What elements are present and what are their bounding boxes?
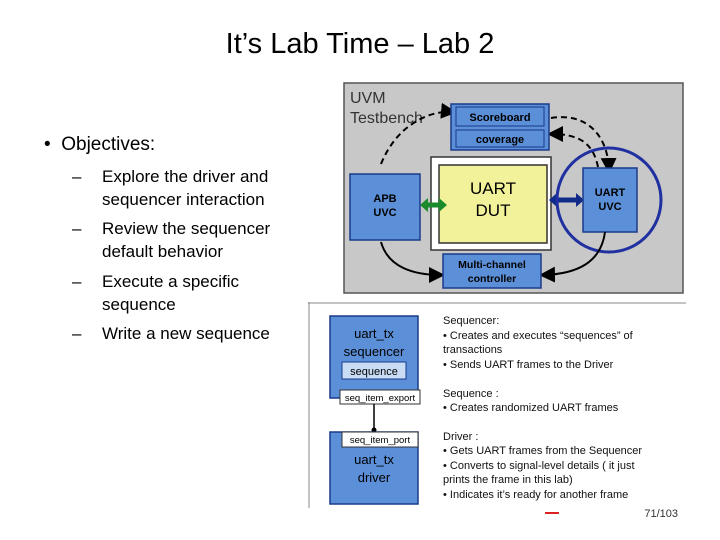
subbullet-3: – Execute a specific sequence <box>72 270 240 316</box>
subbullet-text: Execute a specific <box>102 272 240 291</box>
arrow-apb-to-controller <box>380 241 445 283</box>
dashed-arrow-uvc-to-coverage <box>547 126 599 168</box>
note-sequencer-title: Sequencer: <box>443 315 499 327</box>
note-sequencer-b2: • Sends UART frames to the Driver <box>443 359 614 371</box>
note-sequence-b1: • Creates randomized UART frames <box>443 402 619 414</box>
dut-label-1: UART <box>470 179 516 198</box>
seq-item-port-box <box>341 431 419 448</box>
note-driver-title: Driver : <box>443 431 478 443</box>
uvm-testbench-diagram: UVM Testbench Scoreboard coverage APB UV… <box>343 82 684 294</box>
seq-item-export-box <box>339 389 421 405</box>
slide-title: It’s Lab Time – Lab 2 <box>225 28 495 60</box>
dashed-arrow-apb-to-scoreboard <box>380 102 457 165</box>
subbullet-text: default behavior <box>102 242 223 261</box>
driver-label-2: driver <box>358 470 391 485</box>
coverage-box <box>455 129 545 148</box>
controller-label-2: controller <box>468 273 516 285</box>
subbullet-2: – Review the sequencer default behavior <box>72 217 271 263</box>
testbench-title-2: Testbench <box>350 110 423 127</box>
subbullet-text: sequence <box>102 295 176 314</box>
arrow-uvc-to-controller <box>539 231 606 283</box>
dashed-arrow-scoreboard-to-uvc <box>550 116 617 174</box>
dut-label-2: DUT <box>476 201 511 220</box>
uart-uvc-label-2: UVC <box>598 201 621 213</box>
dut-uart-arrowhead-left <box>549 193 557 207</box>
multi-channel-controller-box <box>442 253 542 289</box>
note-sequence-title: Sequence : <box>443 388 499 400</box>
dash-marker: – <box>72 324 82 343</box>
uart-uvc-label-1: UART <box>595 187 626 199</box>
dut-box <box>438 164 548 244</box>
scoreboard-box <box>455 106 545 127</box>
dash-marker: – <box>72 219 82 238</box>
seq-item-port-label: seq_item_port <box>350 435 411 446</box>
note-driver-b3: • Indicates it’s ready for another frame <box>443 489 628 501</box>
sequencer-label-2: sequencer <box>344 344 405 359</box>
sequencer-box <box>329 315 419 399</box>
note-sequencer-b1b: transactions <box>443 344 503 356</box>
apb-dut-arrowhead-right <box>439 198 447 212</box>
objectives-label: Objectives: <box>61 134 156 155</box>
apb-dut-arrowhead-left <box>420 198 428 212</box>
subbullet-text: sequencer interaction <box>102 190 265 209</box>
uart-uvc-highlight-circle <box>555 146 663 254</box>
sequence-box <box>341 361 407 380</box>
subbullet-text: Review the sequencer <box>102 219 271 238</box>
driver-label-1: uart_tx <box>354 452 394 467</box>
apb-uvc-label-2: UVC <box>373 207 396 219</box>
apb-uvc-box <box>349 173 421 241</box>
note-driver-b1: • Gets UART frames from the Sequencer <box>443 445 642 457</box>
page-number: 71/103 <box>644 508 678 520</box>
subbullet-text: Write a new sequence <box>102 324 270 343</box>
dash-marker: – <box>72 167 82 186</box>
controller-label-1: Multi-channel <box>458 259 526 271</box>
dut-uart-arrowhead-right <box>576 193 584 207</box>
testbench-title-1: UVM <box>350 90 386 107</box>
sequencer-label-1: uart_tx <box>354 326 394 341</box>
sequence-label: sequence <box>350 366 398 378</box>
coverage-label: coverage <box>476 134 524 146</box>
note-sequencer-b1a: • Creates and executes “sequences” of <box>443 330 634 342</box>
note-driver-b2b: prints the frame in this lab) <box>443 474 573 486</box>
dash-marker: – <box>72 272 82 291</box>
decorative-red-mark <box>545 512 559 514</box>
subbullet-1: – Explore the driver and sequencer inter… <box>72 165 269 211</box>
objectives-bullet: • Objectives: <box>44 134 155 156</box>
subbullet-4: – Write a new sequence <box>72 322 270 345</box>
note-driver-b2a: • Converts to signal-level details ( it … <box>443 460 635 472</box>
sequencer-driver-diagram: uart_tx sequencer sequence seq_item_expo… <box>308 302 686 508</box>
uart-uvc-box <box>582 167 638 233</box>
apb-uvc-label-1: APB <box>373 193 396 205</box>
subbullet-text: Explore the driver and <box>102 167 269 186</box>
seq-item-export-label: seq_item_export <box>345 393 416 404</box>
scoreboard-label: Scoreboard <box>469 112 530 124</box>
bullet-dot: • <box>44 134 51 155</box>
